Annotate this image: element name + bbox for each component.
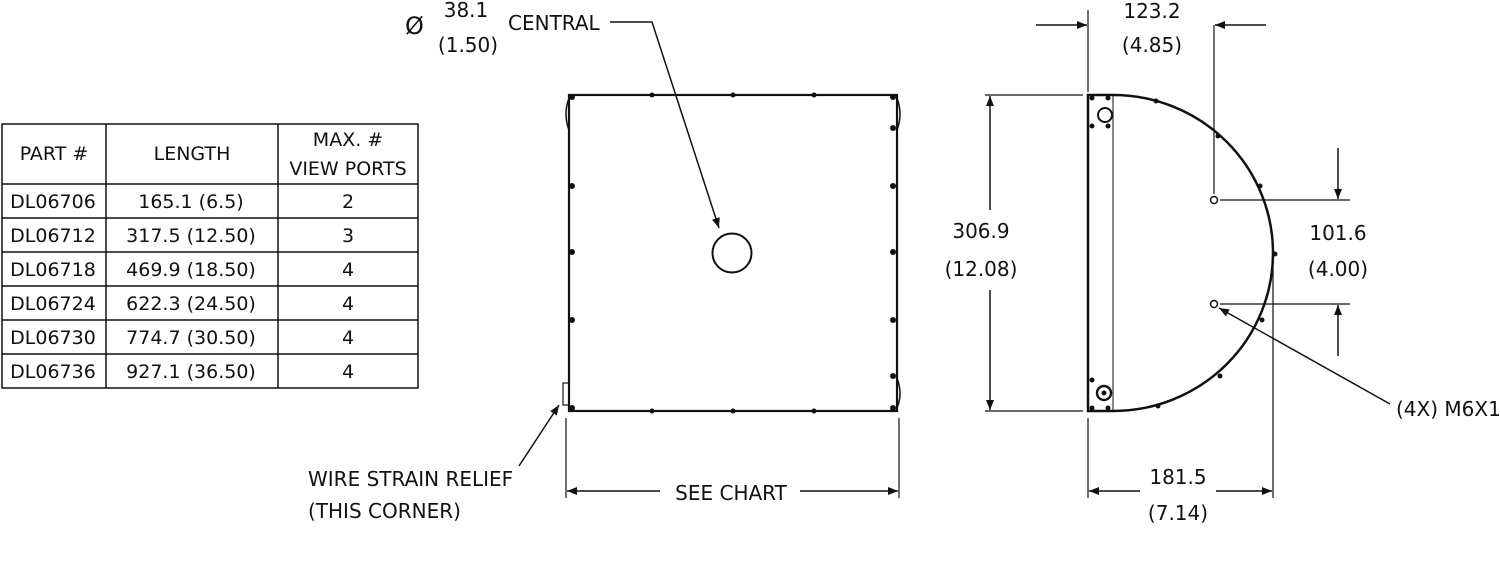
corner-detail: [896, 377, 901, 409]
cell-length: 927.1 (36.50): [126, 361, 256, 383]
thread-leader: [1218, 307, 1391, 405]
header-max-ports-line2: VIEW PORTS: [289, 158, 406, 180]
front-view: Ø 38.1 (1.50) CENTRAL WIRE STRAIN RELIEF…: [308, 0, 901, 523]
table-row: DL06736 927.1 (36.50) 4: [10, 361, 354, 383]
side-view: 123.2 (4.85) 306.9 (12.08) 101.6 (4.00) …: [945, 0, 1500, 525]
depth-mm: 181.5: [1149, 465, 1206, 489]
corner-detail: [896, 97, 901, 131]
cell-part-number: DL06724: [10, 293, 96, 315]
cell-length: 469.9 (18.50): [126, 259, 256, 281]
cell-max-ports: 2: [342, 191, 354, 213]
fastener-dots: [569, 92, 896, 414]
enclosure-side-outline: [1086, 93, 1275, 413]
threaded-hole: [1209, 195, 1219, 205]
part-table-headers: PART # LENGTH MAX. # VIEW PORTS: [20, 129, 407, 180]
part-table: [1, 123, 419, 389]
cell-part-number: DL06736: [10, 361, 96, 383]
corner-detail: [565, 97, 570, 131]
threaded-hole: [1209, 299, 1219, 309]
central-leader: [610, 21, 720, 229]
height-in: (12.08): [945, 257, 1018, 281]
cell-part-number: DL06712: [10, 225, 96, 247]
cell-length: 317.5 (12.50): [126, 225, 256, 247]
table-row: DL06724 622.3 (24.50) 4: [10, 293, 354, 315]
table-row: DL06730 774.7 (30.50) 4: [10, 327, 354, 349]
table-row: DL06718 469.9 (18.50) 4: [10, 259, 354, 281]
top-dim-mm: 123.2: [1123, 0, 1180, 23]
part-table-rows: DL06706 165.1 (6.5) 2 DL06712 317.5 (12.…: [10, 191, 354, 383]
table-row: DL06706 165.1 (6.5) 2: [10, 191, 354, 213]
hole-spacing-in: (4.00): [1308, 257, 1368, 281]
port-label: CENTRAL: [508, 11, 601, 35]
header-max-ports-line1: MAX. #: [313, 129, 383, 151]
mount-hole: [1097, 107, 1113, 123]
header-length: LENGTH: [154, 143, 231, 165]
length-label: SEE CHART: [675, 481, 787, 505]
strain-relief-leader: [518, 404, 560, 467]
view-port-circle: [711, 232, 753, 274]
depth-in: (7.14): [1148, 501, 1208, 525]
cell-max-ports: 4: [342, 259, 354, 281]
strain-relief-label-line1: WIRE STRAIN RELIEF: [308, 467, 513, 491]
cell-max-ports: 4: [342, 361, 354, 383]
height-mm: 306.9: [952, 219, 1009, 243]
cell-length: 165.1 (6.5): [138, 191, 243, 213]
header-part-number: PART #: [20, 143, 89, 165]
cell-length: 774.7 (30.50): [126, 327, 256, 349]
fastener-dots: [1089, 95, 1278, 411]
port-diameter-in: (1.50): [438, 33, 498, 57]
cell-length: 622.3 (24.50): [126, 293, 256, 315]
cell-max-ports: 4: [342, 293, 354, 315]
cell-part-number: DL06718: [10, 259, 96, 281]
top-dim-in: (4.85): [1122, 33, 1182, 57]
mount-hole-center: [1101, 390, 1107, 396]
strain-relief-block: [562, 382, 570, 406]
thread-label: (4X) M6X1: [1396, 397, 1500, 421]
port-diameter-mm: 38.1: [444, 0, 489, 22]
strain-relief-label-line2: (THIS CORNER): [308, 499, 461, 523]
cell-max-ports: 4: [342, 327, 354, 349]
cell-max-ports: 3: [342, 225, 354, 247]
hole-spacing-mm: 101.6: [1309, 221, 1366, 245]
cell-part-number: DL06730: [10, 327, 96, 349]
table-row: DL06712 317.5 (12.50) 3: [10, 225, 354, 247]
diameter-symbol: Ø: [405, 12, 424, 40]
cell-part-number: DL06706: [10, 191, 96, 213]
